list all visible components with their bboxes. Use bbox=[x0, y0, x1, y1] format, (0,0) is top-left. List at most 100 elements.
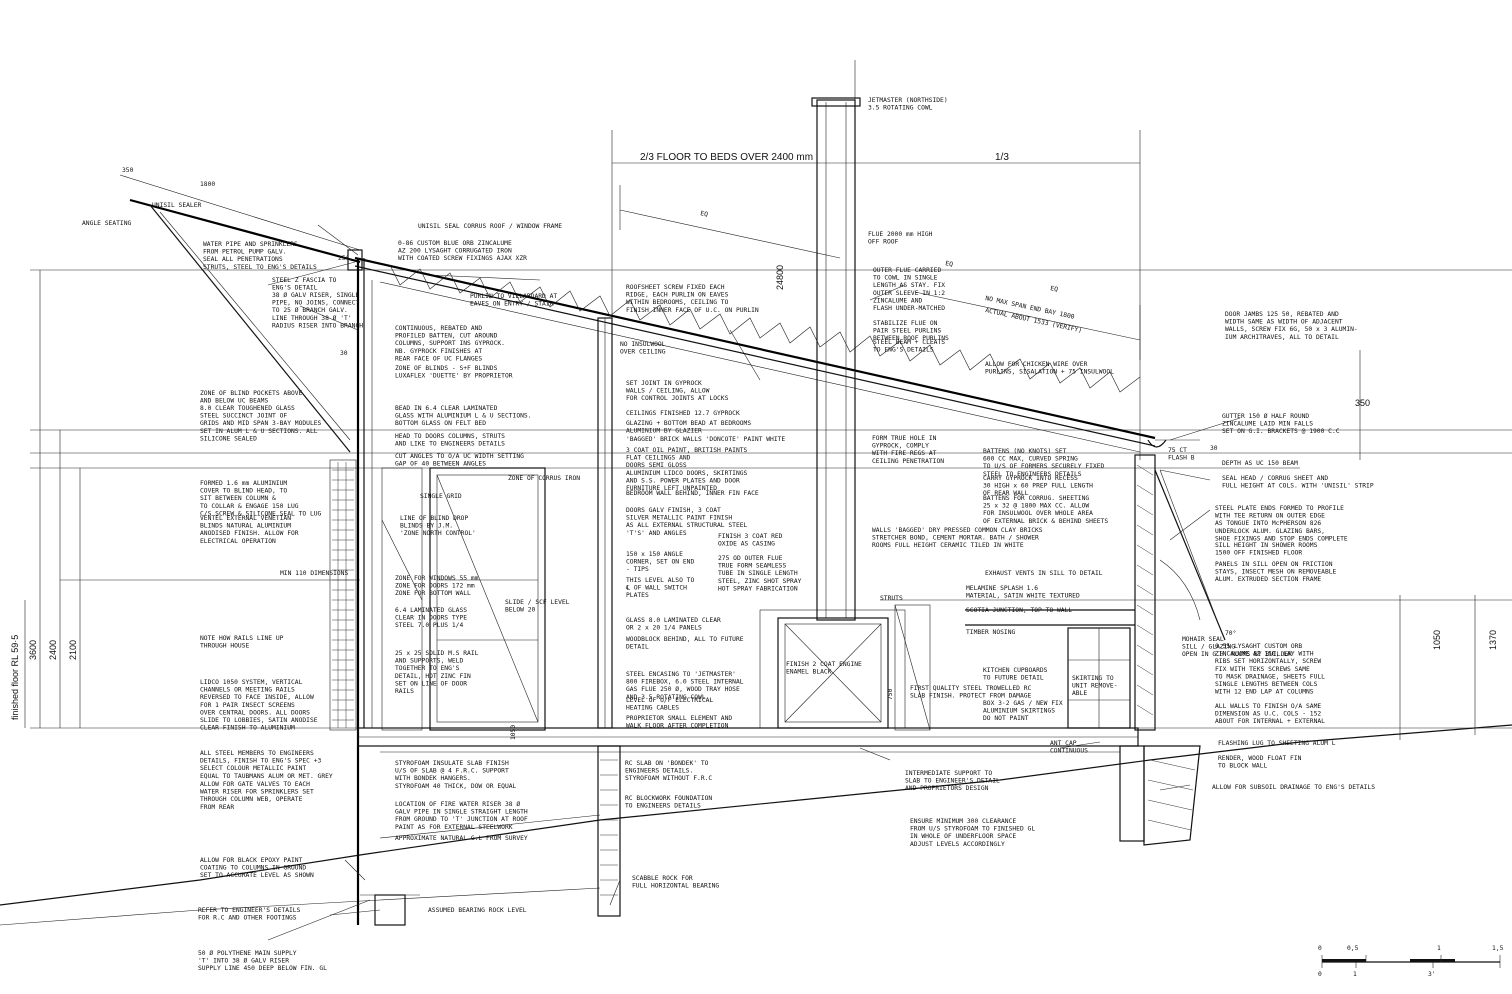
note-line: ALUMINIUM BY GLAZIER bbox=[626, 428, 702, 435]
note-line: WALLS, SCREW FIX 6G, 50 x 3 ALUMIN- bbox=[1225, 326, 1358, 333]
note-line: REVERSED TO FACE INSIDE, ALLOW bbox=[200, 694, 314, 701]
note-line: TO ENGINEERS DETAILS bbox=[625, 803, 701, 810]
note-line: EAVES ON ENTRY / STAIR bbox=[470, 301, 554, 308]
note-line: WOODBLOCK BEHIND, ALL TO FUTURE bbox=[626, 636, 744, 643]
note-line: STEEL SUCCINCT JOINT OF bbox=[200, 413, 287, 420]
note-zone-corrus: ZONE OF CORRUS IRON bbox=[508, 475, 580, 482]
note-line: RC BLOCKWORK FOUNDATION bbox=[625, 795, 712, 802]
dim-350-right: 350 bbox=[1355, 398, 1370, 408]
note-line: LIDCO 1050 SYSTEM, VERTICAL bbox=[200, 679, 303, 686]
note-line: NOTE HOW RAILS LINE UP bbox=[200, 635, 284, 642]
note-line: ADJUST LEVELS ACCORDINGLY bbox=[910, 841, 1005, 848]
note-line: 3 COAT OIL PAINT, BRITISH PAINTS bbox=[626, 447, 748, 454]
dim-1370: 1370 bbox=[1488, 630, 1498, 650]
note-line: LOCATION OF FIRE WATER RISER 38 Ø bbox=[395, 800, 520, 808]
note-line: 25 x 25 SOLID M.S RAIL bbox=[395, 650, 479, 657]
note-line: BLINDS NATURAL ALUMINIUM bbox=[200, 523, 291, 530]
note-unisil-sealer: UNISIL SEALER bbox=[152, 202, 201, 209]
note-line: CEILING PENETRATION bbox=[872, 458, 944, 465]
note-line: REAR FACE OF UC FLANGES bbox=[395, 355, 482, 362]
note-line: 38 Ø GALV RISER, SINGLE bbox=[272, 291, 359, 299]
note-line: ANT CAP bbox=[1050, 740, 1077, 747]
note-line: STRETCHER BOND, CEMENT MORTAR. BATH / SH… bbox=[872, 535, 1039, 542]
slab-foundation bbox=[357, 727, 1201, 926]
note-line: RAILS bbox=[395, 688, 414, 695]
note-line: SLAB FINISH. PROTECT FROM DAMAGE bbox=[910, 693, 1032, 700]
note-line: RC SLAB ON 'BONDEK' TO bbox=[625, 760, 709, 767]
note-line: U/S OF SLAB @ 4 F.R.C. SUPPORT bbox=[395, 768, 509, 775]
note-line: ABLE bbox=[1072, 690, 1087, 697]
note-line: FROM PETROL PUMP GALV. bbox=[203, 249, 286, 256]
min-110-label: MIN 110 DIMENSIONS bbox=[280, 570, 348, 577]
note-line: UNISIL SEAL CORRUS ROOF / WINDOW FRAME bbox=[418, 223, 562, 230]
dim-1050-b: 1050 bbox=[510, 725, 517, 740]
note-line: GAP OF 40 BETWEEN ANGLES bbox=[395, 461, 486, 468]
note-line: AND 3.5 ROTATING COWL bbox=[626, 694, 706, 701]
note-line: ENAMEL BLACK bbox=[786, 669, 832, 676]
note-line: RIBS SET HORIZONTALLY, SCREW bbox=[1215, 658, 1321, 665]
note-line: TUBE IN SINGLE LENGTH bbox=[718, 570, 798, 577]
note-line: BELOW 20 bbox=[505, 607, 536, 614]
note-line: DOORS SEMI GLOSS bbox=[626, 462, 687, 469]
note-line: BEDROOM WALL BEHIND, INNER FIN FACE bbox=[626, 490, 759, 497]
eq3: EQ bbox=[1050, 285, 1059, 293]
note-line: OF REAR WALL bbox=[983, 490, 1029, 497]
note-line: 275 OD OUTER FLUE bbox=[718, 555, 783, 562]
note-line: TOGETHER TO ENG'S bbox=[395, 665, 460, 672]
note-line: ASSUMED BEARING ROCK LEVEL bbox=[428, 907, 527, 914]
note-line: SEAL HEAD / CORRUG SHEET AND bbox=[1222, 475, 1328, 482]
floor-to-beds: 2/3 FLOOR TO BEDS OVER 2400 mm bbox=[640, 152, 813, 163]
note-line: FOR R.C AND OTHER FOOTINGS bbox=[198, 915, 297, 922]
note-angle-seating: ANGLE SEATING bbox=[82, 220, 131, 227]
note-line: MOHAIR SEAL bbox=[1182, 636, 1224, 643]
rl-label: finished floor RL 59·5 bbox=[10, 635, 20, 720]
note-line: CONTINUOUS, REBATED AND bbox=[395, 325, 482, 332]
note-line: BETWEEN ROOF PURLINS bbox=[873, 335, 949, 342]
note-line: FULL HORIZONTAL BEARING bbox=[632, 883, 719, 890]
note-line: JETMASTER (NORTHSIDE) bbox=[868, 97, 948, 104]
note-line: STEEL, ZINC SHOT SPRAY bbox=[718, 578, 802, 585]
note-line: FINISH 3 COAT RED bbox=[718, 533, 783, 540]
note-line: ANODISED FINISH. ALLOW FOR bbox=[200, 530, 299, 537]
note-line: ZONE FOR BOTTOM WALL bbox=[395, 590, 471, 597]
note-line: WITHIN BEDROOMS, CEILING TO bbox=[626, 299, 729, 306]
note-line: LINE OF BLIND DROP bbox=[400, 515, 468, 522]
note-line: ENGINEERS DETAILS. bbox=[625, 768, 693, 775]
note-line: FINISH INNER FACE OF U.C. ON PURLIN bbox=[626, 307, 759, 314]
note-line: DOORS GALV FINISH, 3 COAT bbox=[626, 507, 721, 514]
note-line: GYPROCK, COMPLY bbox=[872, 443, 929, 450]
note-line: SELECT COLOUR METALLIC PAINT bbox=[200, 765, 306, 772]
note-line: WALLS / CEILING, ALLOW bbox=[626, 388, 710, 395]
note-line: IN WHOLE OF UNDERFLOOR SPACE bbox=[910, 833, 1016, 840]
note-line: ZONE OF BLIND POCKETS ABOVE bbox=[200, 390, 303, 397]
dim-1050: 1050 bbox=[1432, 630, 1442, 650]
note-bedroom-wall: BEDROOM WALL BEHIND, INNER FIN FACE bbox=[626, 490, 759, 497]
eq2: EQ bbox=[945, 260, 954, 268]
note-line: FULL HEIGHT AT COLS. WITH 'UNISIL' STRIP bbox=[1222, 483, 1374, 490]
note-line: PURLIN TO VILLABOARD AT bbox=[470, 293, 557, 300]
note-struts-label: STRUTS bbox=[880, 595, 903, 602]
note-line: DETAIL bbox=[626, 644, 649, 651]
note-line: COVER TO BLIND HEAD, TO bbox=[200, 488, 287, 495]
scale-top-1: 1 bbox=[1437, 945, 1441, 952]
note-line: PAIR STEEL PURLINS bbox=[873, 328, 941, 335]
note-line: AND PROPRIETORS DESIGN bbox=[905, 785, 989, 792]
note-subsoil: ALLOW FOR SUBSOIL DRAINAGE TO ENG'S DETA… bbox=[1212, 784, 1375, 791]
note-line: ALLOW FOR CHICKEN WIRE OVER bbox=[985, 361, 1088, 368]
note-line: REFER TO ENGINEER'S DETAILS bbox=[198, 907, 301, 914]
note-line: SILL HEIGHT IN SHOWER ROOMS bbox=[1215, 542, 1318, 549]
note-line: 'ZONE NORTH CONTROL' bbox=[400, 530, 476, 537]
note-line: HEAD TO DOORS COLUMNS, STRUTS bbox=[395, 433, 505, 440]
